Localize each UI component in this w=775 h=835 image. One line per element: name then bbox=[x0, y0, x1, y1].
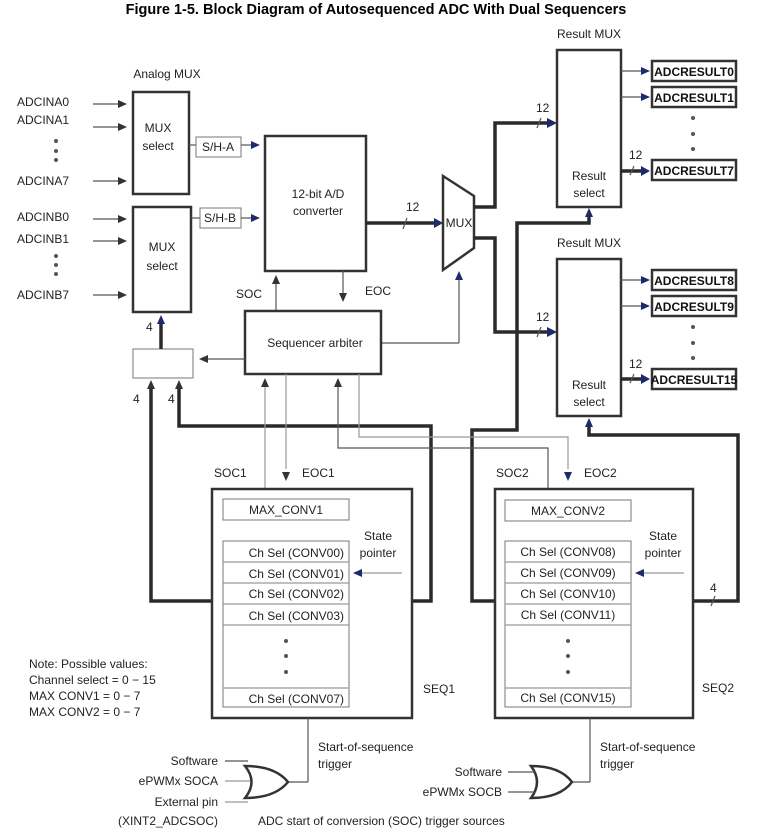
result-mux-1-title: Result MUX bbox=[557, 27, 621, 41]
svg-text:12-bit A/D: 12-bit A/D bbox=[292, 187, 345, 201]
seq2-row: Ch Sel (CONV09) bbox=[520, 566, 615, 580]
adcresult15: ADCRESULT15 bbox=[651, 373, 738, 387]
ellipsis-b bbox=[54, 254, 58, 276]
seq1-state-pointer: State bbox=[364, 529, 392, 543]
result-mux-2: Result select bbox=[555, 257, 623, 418]
seq2-state-pointer: pointer bbox=[645, 546, 682, 560]
seq1-row: Ch Sel (CONV01) bbox=[249, 567, 344, 581]
adc-soc-label: SOC bbox=[236, 287, 262, 301]
trigger-xint2: (XINT2_ADCSOC) bbox=[118, 814, 218, 828]
result-mux-2-bus-out: 12 bbox=[629, 357, 643, 371]
seq1-soc-label: SOC1 bbox=[214, 466, 247, 480]
seq2-eoc-label: EOC2 bbox=[584, 466, 617, 480]
seq1-row: Ch Sel (CONV03) bbox=[249, 609, 344, 623]
analog-mux-label: Analog MUX bbox=[133, 67, 200, 81]
svg-text:Channel select = 0 − 15: Channel select = 0 − 15 bbox=[29, 673, 156, 687]
result-mux: MUX bbox=[441, 173, 476, 273]
seq2-trigger-label: Start-of-sequence bbox=[600, 740, 696, 754]
ellipsis-results-1 bbox=[691, 116, 695, 151]
result-mux-2-bus-in: 12 bbox=[536, 310, 550, 324]
adcresult9: ADCRESULT9 bbox=[654, 300, 734, 314]
note: Note: Possible values: Channel select = … bbox=[29, 657, 156, 719]
figure-title: Figure 1-5. Block Diagram of Autosequenc… bbox=[126, 2, 627, 18]
seq2-row: Ch Sel (CONV08) bbox=[520, 545, 615, 559]
svg-text:select: select bbox=[142, 139, 174, 153]
sample-hold-a bbox=[195, 136, 242, 158]
seq1-state-pointer: pointer bbox=[360, 546, 397, 560]
svg-text:Sequencer arbiter: Sequencer arbiter bbox=[267, 336, 362, 350]
svg-text:MAX CONV2 = 0 − 7: MAX CONV2 = 0 − 7 bbox=[29, 705, 141, 719]
input-adcinb7: ADCINB7 bbox=[17, 288, 69, 302]
trigger-software-1: Software bbox=[171, 754, 219, 768]
svg-text:Result: Result bbox=[572, 378, 607, 392]
trigger-caption: ADC start of conversion (SOC) trigger so… bbox=[258, 814, 505, 828]
seq2-state-pointer: State bbox=[649, 529, 677, 543]
svg-text:select: select bbox=[146, 259, 178, 273]
input-adcina1: ADCINA1 bbox=[17, 113, 69, 127]
input-adcina0: ADCINA0 bbox=[17, 95, 69, 109]
bus-width-mux: 4 bbox=[146, 320, 153, 334]
svg-text:converter: converter bbox=[293, 204, 343, 218]
svg-text:Result: Result bbox=[572, 169, 607, 183]
seq2-trigger-label: trigger bbox=[600, 757, 634, 771]
trigger-epwm-soca: ePWMx SOCA bbox=[139, 774, 218, 788]
seq1-eoc-label: EOC1 bbox=[302, 466, 335, 480]
seq1-row: Ch Sel (CONV02) bbox=[249, 587, 344, 601]
result-mux-1: Result select bbox=[555, 48, 623, 209]
sequencer-arbiter: Sequencer arbiter bbox=[243, 309, 383, 376]
mux-a: MUX select bbox=[131, 90, 191, 196]
bus-width-seq1: 4 bbox=[133, 392, 140, 406]
or-gate-seq1 bbox=[242, 764, 290, 800]
seq2-bus-width: 4 bbox=[710, 581, 717, 595]
result-mux-2-title: Result MUX bbox=[557, 236, 621, 250]
seq2-name: SEQ2 bbox=[702, 681, 734, 695]
seq1-name: SEQ1 bbox=[423, 682, 455, 696]
seq2-row: Ch Sel (CONV15) bbox=[520, 691, 615, 705]
mux-b: MUX select bbox=[131, 205, 193, 314]
input-adcina7: ADCINA7 bbox=[17, 174, 69, 188]
svg-text:MUX: MUX bbox=[145, 121, 172, 135]
trigger-software-2: Software bbox=[455, 765, 503, 779]
adcresult8: ADCRESULT8 bbox=[654, 274, 734, 288]
svg-text:Note: Possible values:: Note: Possible values: bbox=[29, 657, 148, 671]
svg-text:select: select bbox=[573, 395, 605, 409]
adc-eoc-label: EOC bbox=[365, 284, 391, 298]
or-gate-seq2 bbox=[528, 764, 574, 800]
result-mux-1-bus-out: 12 bbox=[629, 148, 643, 162]
svg-text:S/H-A: S/H-A bbox=[202, 140, 234, 154]
adc-bus-width: 12 bbox=[406, 200, 420, 214]
seq2-row: Ch Sel (CONV10) bbox=[520, 587, 615, 601]
ellipsis-a bbox=[54, 139, 58, 162]
result-mux-1-bus-in: 12 bbox=[536, 101, 550, 115]
trigger-external-pin: External pin bbox=[155, 795, 218, 809]
seq1-trigger-label: Start-of-sequence bbox=[318, 740, 414, 754]
trigger-epwm-socb: ePWMx SOCB bbox=[423, 785, 502, 799]
input-adcinb1: ADCINB1 bbox=[17, 232, 69, 246]
seq1-row: Ch Sel (CONV07) bbox=[249, 692, 344, 706]
svg-text:MAX CONV1 = 0 − 7: MAX CONV1 = 0 − 7 bbox=[29, 689, 141, 703]
adc-converter: 12-bit A/D converter bbox=[263, 134, 368, 273]
seq1-max-conv: MAX_CONV1 bbox=[249, 503, 323, 517]
seq2-block: MAX_CONV2 Ch Sel (CONV08) Ch Sel (CONV09… bbox=[493, 487, 695, 720]
bus-width-seq2: 4 bbox=[168, 392, 175, 406]
seq2-max-conv: MAX_CONV2 bbox=[531, 504, 605, 518]
adcresult0: ADCRESULT0 bbox=[654, 65, 734, 79]
seq2-row: Ch Sel (CONV11) bbox=[521, 608, 615, 622]
seq1-trigger-label: trigger bbox=[318, 757, 352, 771]
ellipsis-results-2 bbox=[691, 325, 695, 360]
seq1-block: MAX_CONV1 Ch Sel (CONV00) Ch Sel (CONV01… bbox=[210, 487, 414, 720]
svg-text:MUX: MUX bbox=[446, 216, 473, 230]
seq2-soc-label: SOC2 bbox=[496, 466, 529, 480]
adcresult1: ADCRESULT1 bbox=[654, 91, 734, 105]
adcresult7: ADCRESULT7 bbox=[654, 164, 734, 178]
seq1-row: Ch Sel (CONV00) bbox=[249, 546, 344, 560]
svg-text:MUX: MUX bbox=[149, 240, 176, 254]
channel-select-box bbox=[132, 348, 194, 379]
svg-text:select: select bbox=[573, 186, 605, 200]
svg-text:S/H-B: S/H-B bbox=[204, 211, 236, 225]
input-adcinb0: ADCINB0 bbox=[17, 210, 69, 224]
